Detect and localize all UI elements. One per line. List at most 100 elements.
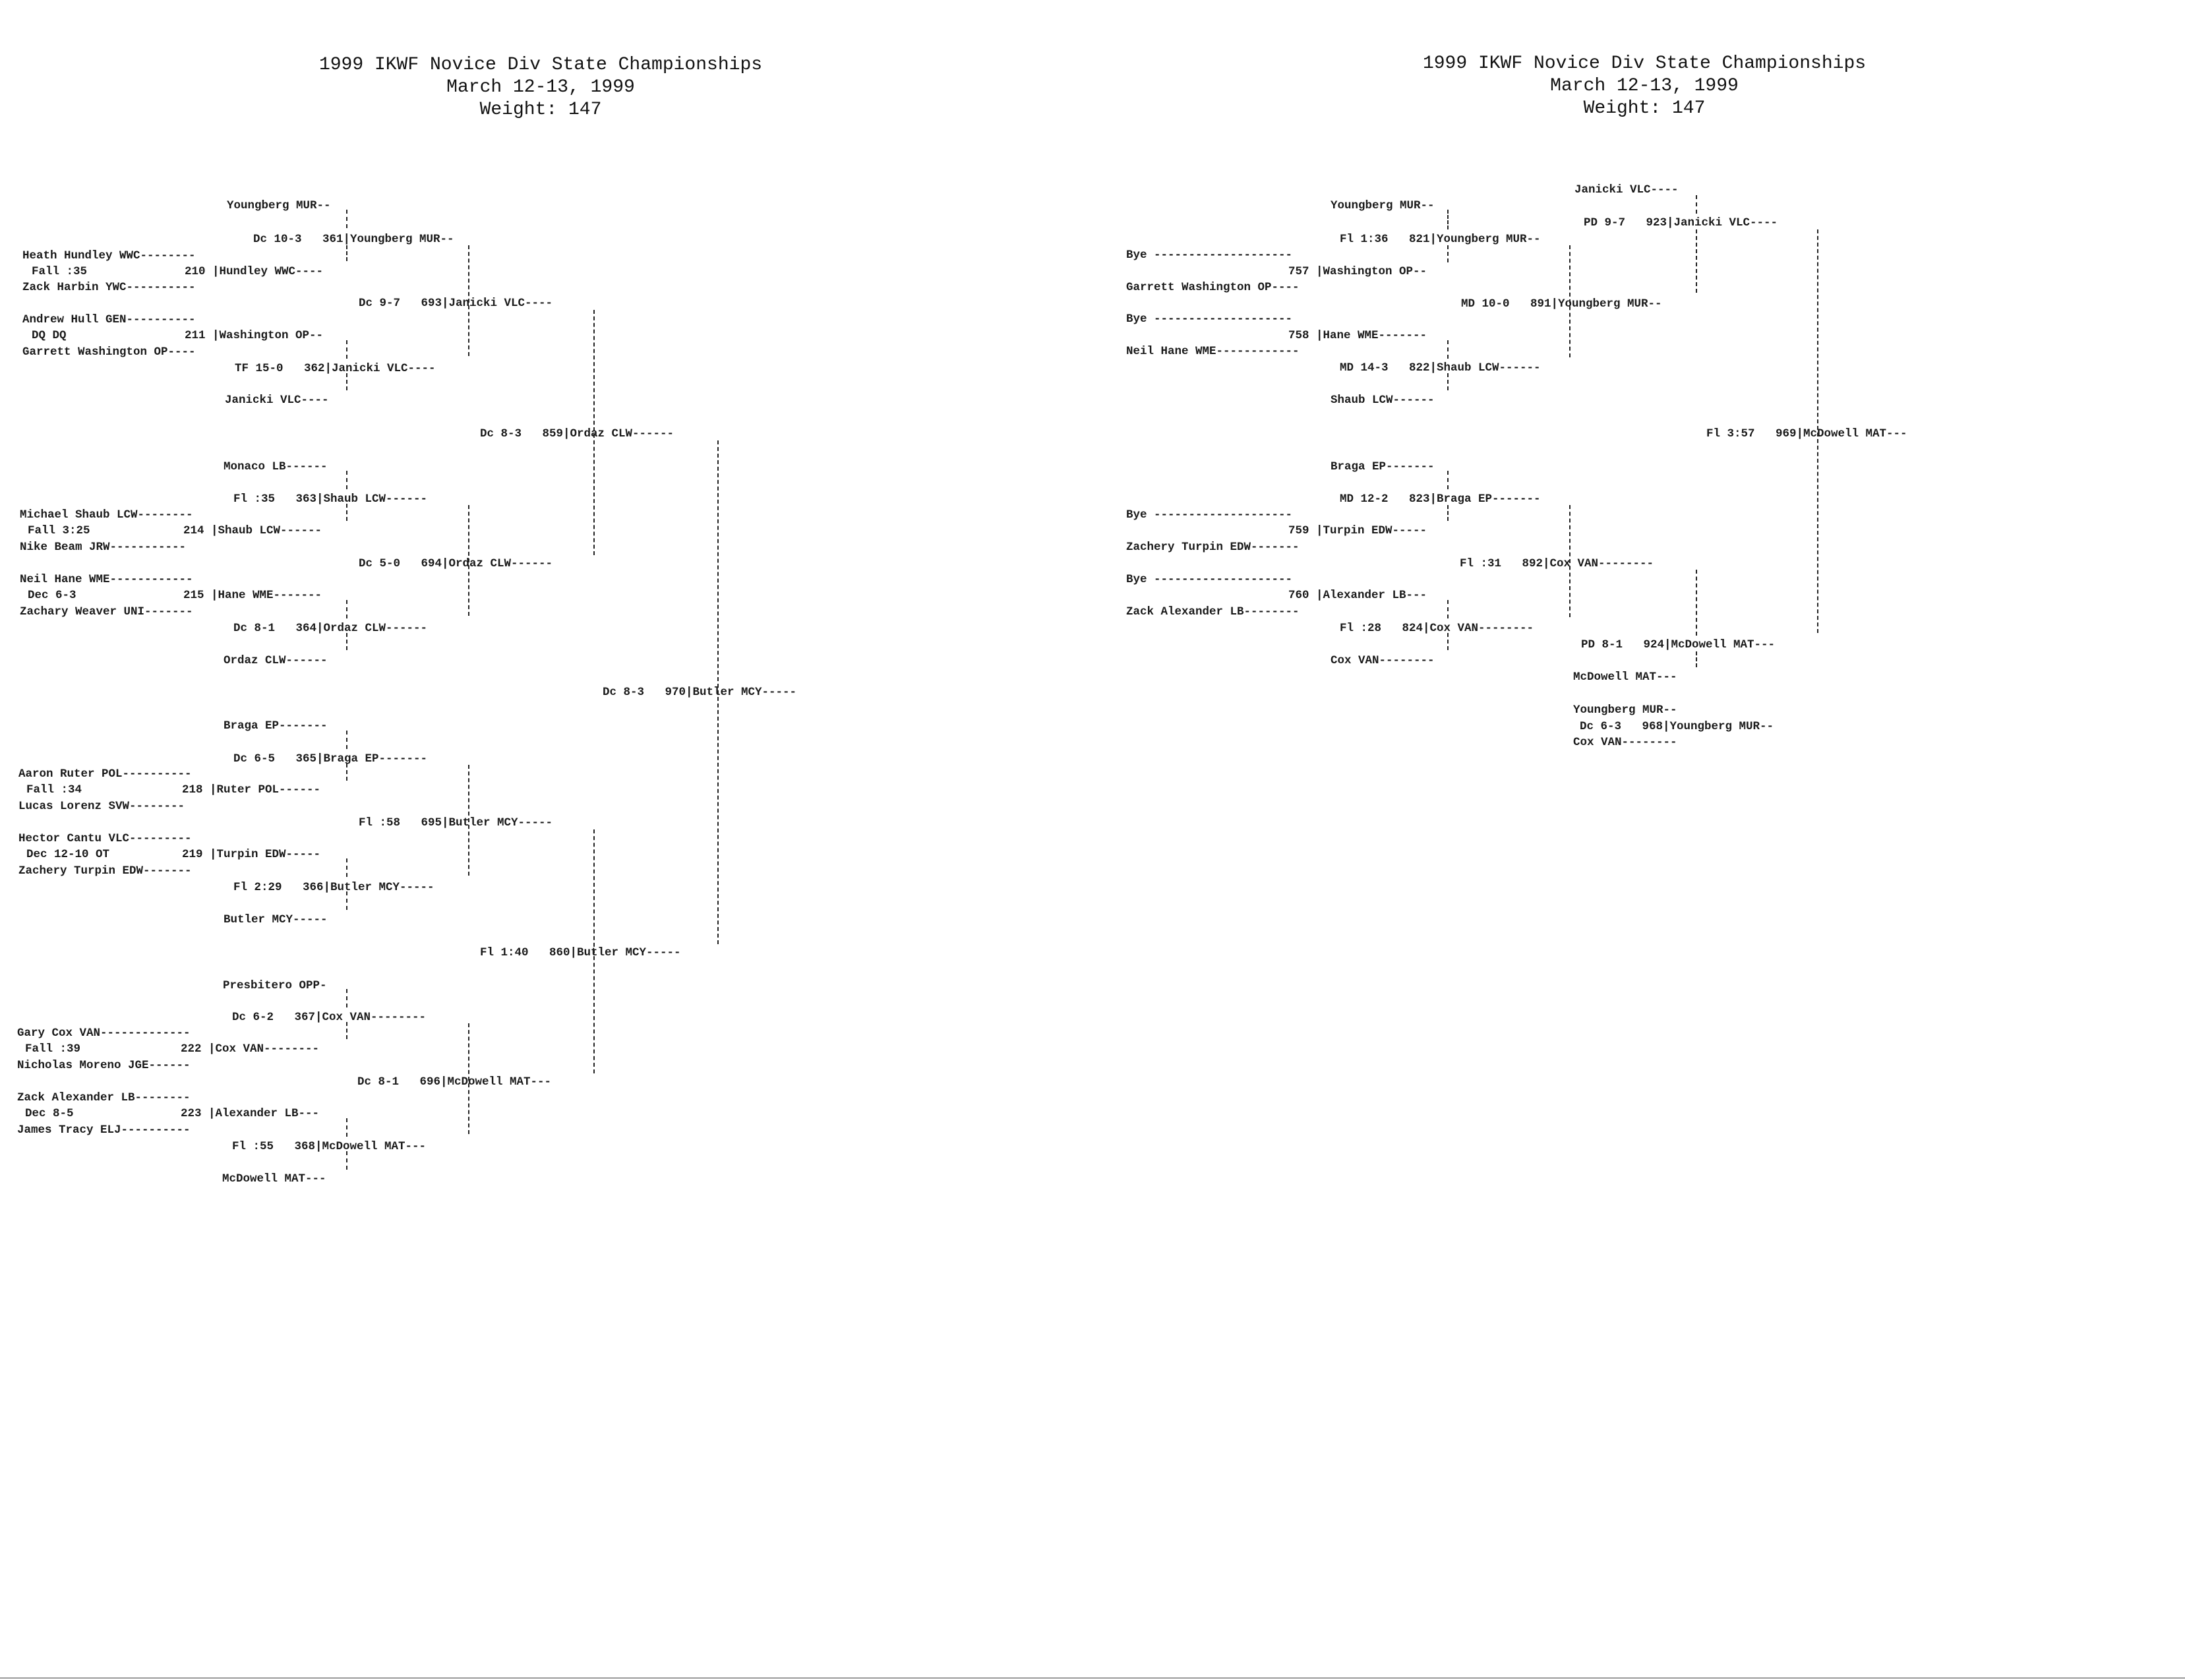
bracket-line: Fl 2:29 366|Butler MCY----- [233, 881, 434, 894]
bracket-line: PD 9-7 923|Janicki VLC---- [1584, 216, 1778, 229]
bracket-connector [468, 505, 469, 616]
page-bottom-rule [0, 1677, 2185, 1679]
bracket-line: Zack Alexander LB-------- [17, 1091, 191, 1104]
bracket-line: Hector Cantu VLC--------- [18, 832, 192, 845]
bracket-connector [346, 989, 347, 1007]
bracket-line: Lucas Lorenz SVW-------- [18, 800, 185, 813]
bracket-line: Dc 9-7 693|Janicki VLC---- [359, 297, 553, 310]
bracket-line: TF 15-0 362|Janicki VLC---- [235, 362, 436, 375]
bracket-line: Shaub LCW------ [1331, 394, 1435, 407]
bracket-connector [1817, 229, 1818, 633]
bracket-line: Fall :35 [32, 265, 88, 278]
bracket-line: MD 12-2 823|Braga EP------- [1340, 493, 1541, 506]
bracket-line: Neil Hane WME------------ [20, 573, 193, 586]
bracket-line: 222 |Cox VAN-------- [181, 1042, 320, 1056]
bracket-line: Fl :35 363|Shaub LCW------ [233, 493, 428, 506]
bracket-line: Fl 1:36 821|Youngberg MUR-- [1340, 233, 1541, 246]
bracket-line: Dec 6-3 [28, 589, 76, 602]
bracket-connector [1696, 570, 1697, 636]
bracket-connector [593, 829, 595, 1073]
bracket-connector [346, 1022, 347, 1039]
bracket-line: Ordaz CLW------ [224, 654, 328, 667]
bracket-line: Zachery Turpin EDW------- [1126, 541, 1300, 554]
left-date: March 12-13, 1999 [446, 77, 635, 98]
bracket-line: Braga EP------- [1331, 460, 1435, 473]
bracket-line: James Tracy ELJ---------- [17, 1124, 191, 1137]
bracket-line: Andrew Hull GEN---------- [22, 313, 196, 326]
bracket-line: Dc 6-5 365|Braga EP------- [233, 752, 428, 765]
bracket-line: Fl 1:40 860|Butler MCY----- [480, 946, 681, 959]
bracket-connector [468, 245, 469, 356]
bracket-connector [346, 504, 347, 521]
right-title: 1999 IKWF Novice Div State Championships [1422, 53, 1867, 74]
bracket-line: Neil Hane WME------------ [1126, 345, 1300, 358]
bracket-line: Bye -------------------- [1126, 573, 1293, 586]
bracket-line: Fall :34 [26, 783, 82, 796]
bracket-connector [346, 858, 347, 877]
bracket-line: Dc 8-3 970|Butler MCY----- [603, 686, 797, 699]
bracket-connector [468, 765, 469, 876]
bracket-line: Fl 3:57 969|McDowell MAT--- [1706, 427, 1907, 440]
bracket-line: Fl :28 824|Cox VAN-------- [1340, 622, 1534, 635]
bracket-line: Bye -------------------- [1126, 508, 1293, 522]
bracket-connector [346, 471, 347, 489]
bracket-line: Zack Alexander LB-------- [1126, 605, 1300, 618]
right-date: March 12-13, 1999 [1550, 76, 1739, 96]
bracket-line: Zack Harbin YWC---------- [22, 281, 196, 294]
bracket-line: Dc 6-3 968|Youngberg MUR-- [1580, 720, 1774, 733]
bracket-line: Monaco LB------ [224, 460, 328, 473]
bracket-line: Cox VAN-------- [1573, 736, 1677, 749]
bracket-line: Dc 8-3 859|Ordaz CLW------ [480, 427, 674, 440]
bracket-connector [717, 440, 719, 944]
right-page-header: 1999 IKWF Novice Div State Championships… [1282, 53, 2007, 120]
bracket-line: PD 8-1 924|McDowell MAT--- [1581, 638, 1776, 651]
bracket-connector [1447, 210, 1449, 229]
bracket-connector [468, 1023, 469, 1134]
bracket-line: MD 10-0 891|Youngberg MUR-- [1461, 297, 1662, 311]
bracket-line: Gary Cox VAN------------- [17, 1027, 191, 1040]
bracket-connector [1696, 229, 1697, 293]
bracket-line: 219 |Turpin EDW----- [182, 848, 321, 861]
bracket-connector [346, 340, 347, 359]
bracket-line: Janicki VLC---- [225, 394, 329, 407]
bracket-connector [346, 245, 347, 261]
bracket-connector [1569, 245, 1571, 357]
bracket-line: Dec 12-10 OT [26, 848, 110, 861]
bracket-connector [1569, 505, 1571, 617]
bracket-line: Zachery Turpin EDW------- [18, 864, 192, 878]
bracket-line: Bye -------------------- [1126, 313, 1293, 326]
bracket-line: Dc 8-1 696|McDowell MAT--- [357, 1075, 552, 1089]
bracket-line: Aaron Ruter POL---------- [18, 767, 192, 781]
bracket-connector [1447, 505, 1449, 521]
bracket-connector [1447, 633, 1449, 650]
bracket-line: 760 |Alexander LB--- [1288, 589, 1427, 602]
bracket-connector [1447, 245, 1449, 262]
bracket-connector [346, 373, 347, 390]
bracket-connector [593, 310, 595, 555]
bracket-line: 757 |Washington OP-- [1288, 265, 1427, 278]
bracket-line: Nike Beam JRW----------- [20, 541, 187, 554]
bracket-line: Heath Hundley WWC-------- [22, 249, 196, 262]
bracket-line: 218 |Ruter POL------ [182, 783, 321, 796]
bracket-line: Youngberg MUR-- [227, 199, 331, 212]
bracket-line: McDowell MAT--- [222, 1172, 326, 1185]
left-title: 1999 IKWF Novice Div State Championships [318, 55, 763, 75]
bracket-line: Dc 10-3 361|Youngberg MUR-- [253, 233, 454, 246]
bracket-line: McDowell MAT--- [1573, 671, 1677, 684]
bracket-line: 211 |Washington OP-- [185, 329, 324, 342]
bracket-connector [1696, 195, 1697, 214]
bracket-connector [346, 1118, 347, 1137]
bracket-connector [346, 764, 347, 781]
bracket-line: Braga EP------- [224, 719, 328, 733]
bracket-connector [1447, 600, 1449, 618]
bracket-line: Janicki VLC---- [1574, 183, 1679, 196]
bracket-line: Youngberg MUR-- [1573, 704, 1677, 717]
bracket-connector [1447, 373, 1449, 390]
bracket-line: Fl :31 892|Cox VAN-------- [1460, 557, 1654, 570]
bracket-line: Zachary Weaver UNI------- [20, 605, 193, 618]
bracket-line: Michael Shaub LCW-------- [20, 508, 193, 522]
bracket-line: Dc 5-0 694|Ordaz CLW------ [359, 557, 553, 570]
bracket-line: 758 |Hane WME------- [1288, 329, 1427, 342]
bracket-line: Fall :39 [25, 1042, 81, 1056]
bracket-connector [1447, 340, 1449, 359]
